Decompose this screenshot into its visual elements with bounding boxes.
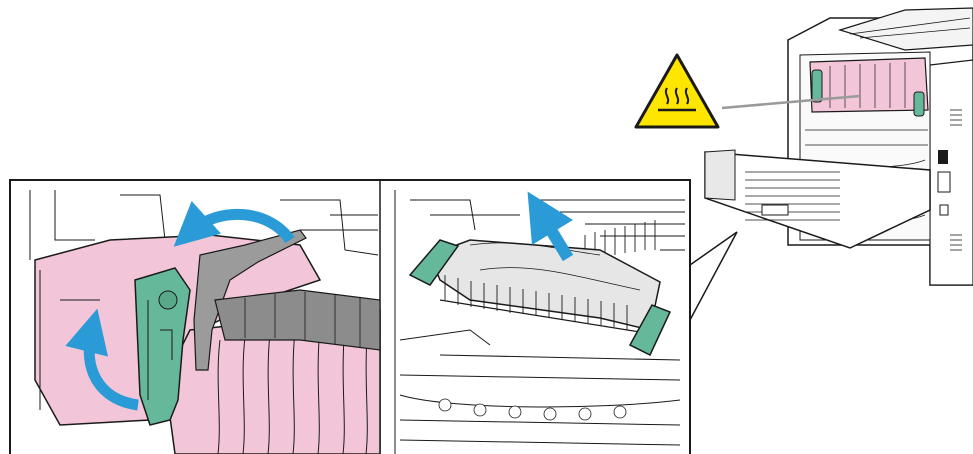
printer-overview xyxy=(705,8,973,285)
hot-surface-warning-icon xyxy=(636,55,718,127)
callout-connector xyxy=(690,232,737,320)
